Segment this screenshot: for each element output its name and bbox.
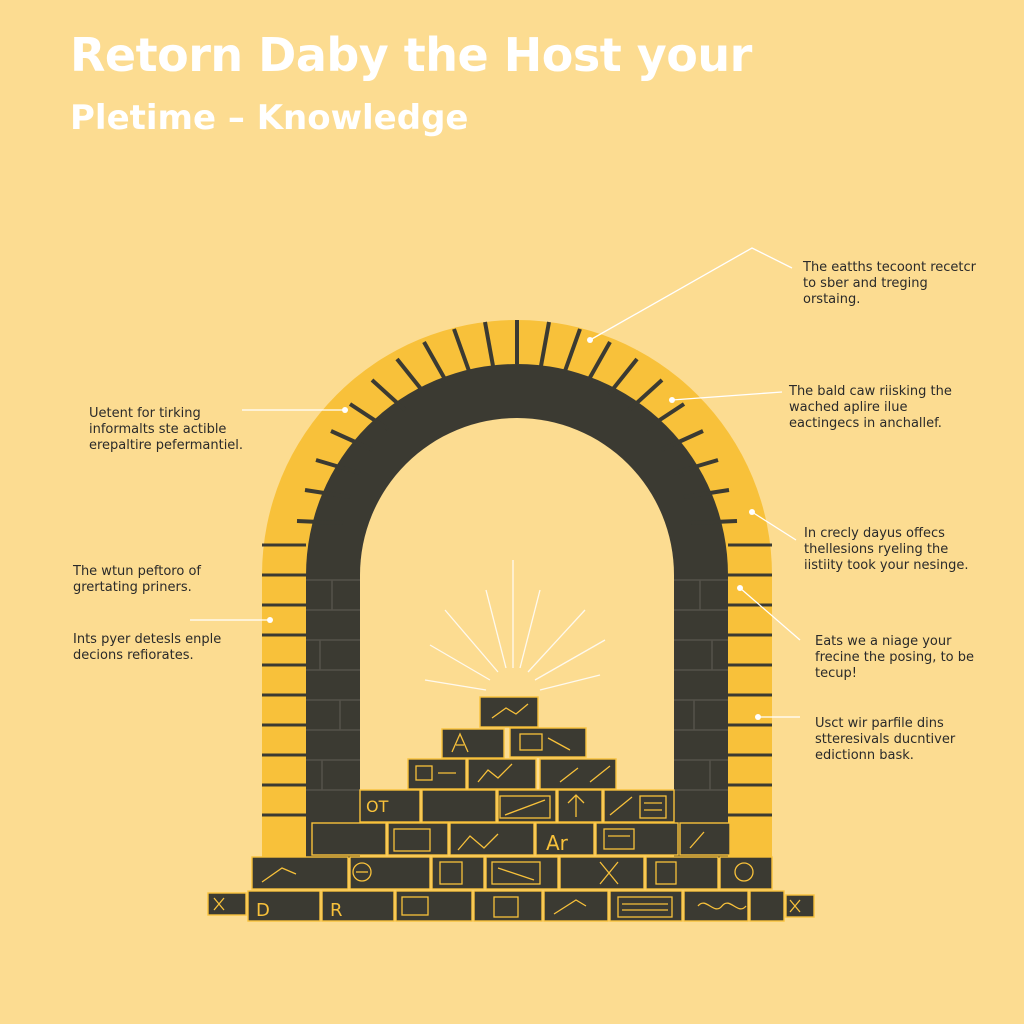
svg-text:D: D: [256, 900, 270, 921]
svg-text:Ar: Ar: [546, 831, 569, 855]
annotation-left-middle: The wtun peftoro of grertating priners.: [73, 564, 201, 595]
arch-opening: [360, 418, 674, 860]
block-symbols: OT Ar R D: [213, 703, 801, 921]
knowledge-block-pile: [207, 696, 815, 922]
glow-rays: [424, 560, 606, 691]
annotation-right-bottom: Usct wir parfile dins stteresivals ducnt…: [815, 716, 956, 763]
annotation-right-middle: In crecly dayus offecs thellesions ryeli…: [804, 526, 969, 573]
annotation-right-lower: Eats we a niage your frecine the posing,…: [815, 634, 975, 681]
annotation-left-upper: Uetent for tirking informalts ste actibl…: [89, 406, 244, 453]
annotation-left-lower: Ints pyer detesls enple decions refiorat…: [73, 632, 222, 663]
svg-text:OT: OT: [366, 797, 389, 816]
annotation-right-upper: The bald caw riisking the wached aplire …: [789, 384, 952, 431]
inner-band-brick-lines: [306, 579, 728, 791]
arch-voussoir-lines: [296, 320, 738, 525]
jamb-brick-lines: [262, 543, 772, 817]
leader-lines: [190, 247, 801, 720]
annotation-top-right: The eatths tecoont recetcr to sber and t…: [803, 260, 977, 307]
svg-text:R: R: [330, 900, 343, 921]
page-subtitle: Pletime – Knowledge: [70, 98, 469, 138]
page-title: Retorn Daby the Host your: [70, 28, 752, 82]
